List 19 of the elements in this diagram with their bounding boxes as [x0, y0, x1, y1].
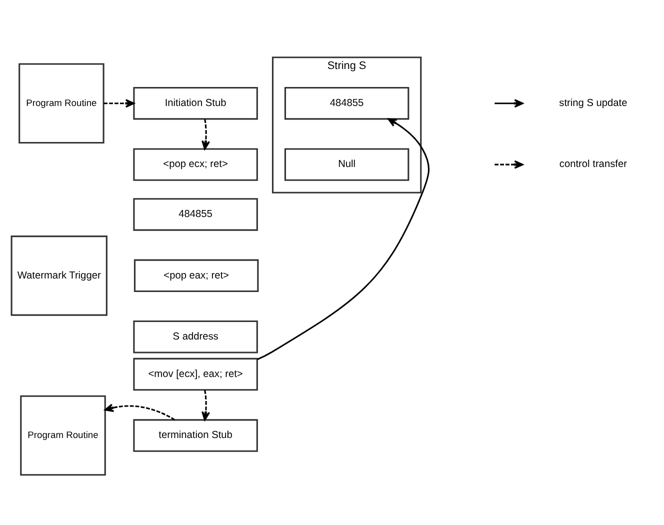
node-box: Null	[284, 148, 410, 180]
arrow	[104, 98, 135, 108]
node-box: <pop eax; ret>	[134, 258, 259, 292]
arrow	[202, 118, 210, 150]
node-box: <pop ecx; ret>	[133, 148, 258, 180]
legend-label: string S update	[559, 98, 628, 109]
node-box: Initiation Stub	[133, 86, 258, 120]
node-box: S address	[133, 320, 258, 353]
node-box: Program Routine	[18, 62, 104, 144]
node-box: termination Stub	[133, 418, 258, 452]
arrow	[202, 390, 210, 420]
arrow	[104, 403, 176, 420]
legend-label: control transfer	[559, 158, 627, 170]
node-box: <mov [ecx], eax; ret>	[133, 357, 258, 390]
node-box: Program Routine	[20, 394, 106, 476]
node-box: 484855	[133, 198, 258, 230]
node-box: Watermark Trigger	[10, 235, 108, 316]
arrow	[257, 118, 430, 360]
node-box: 484855	[284, 86, 410, 120]
